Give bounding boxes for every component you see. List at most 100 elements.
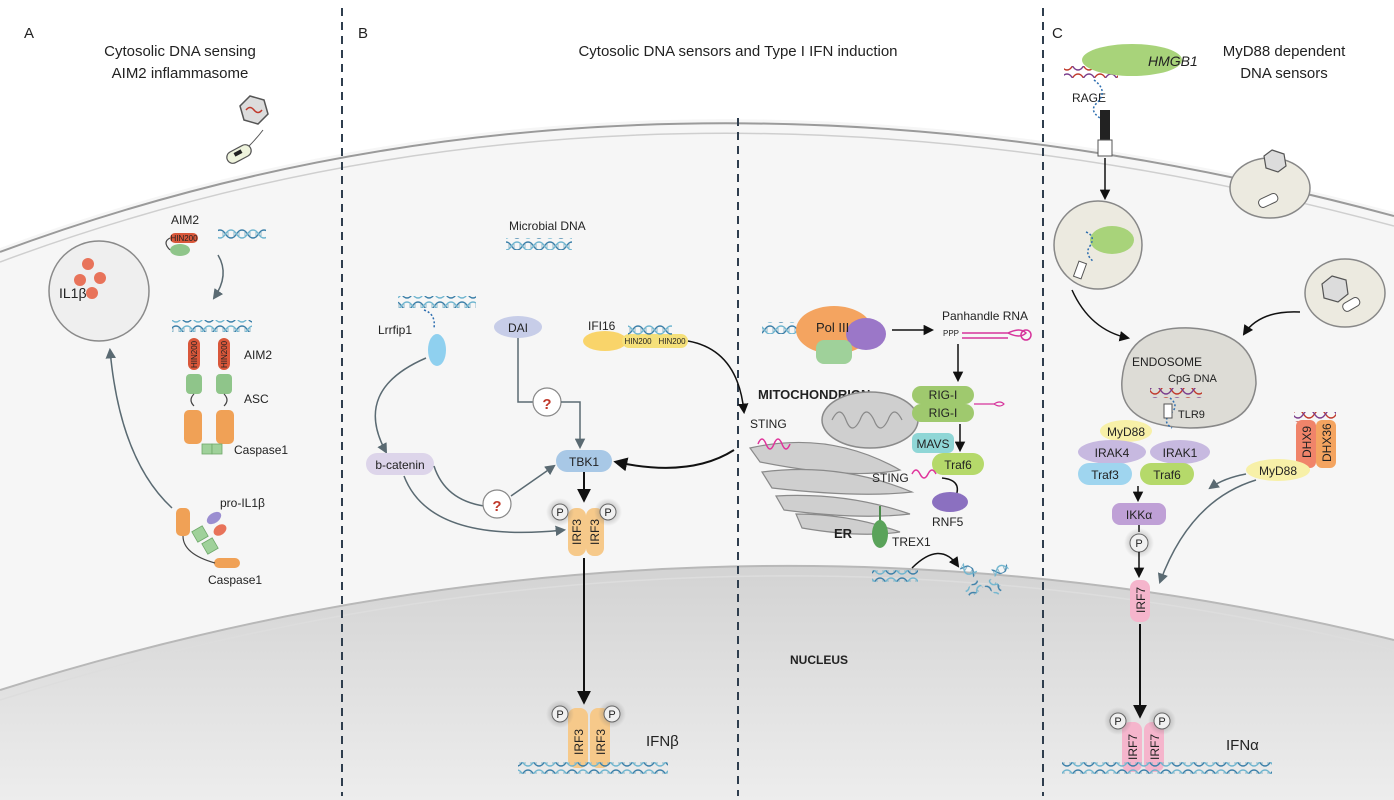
pol3-complex <box>796 306 886 364</box>
myd88-box-dhx <box>1246 459 1310 481</box>
traf3-box <box>1078 463 1132 485</box>
bacterium-icon-a <box>226 129 264 164</box>
cpg-label: CpG DNA <box>1168 373 1218 385</box>
asc-label: ASC <box>244 392 269 406</box>
panel-c-letter: C <box>1052 25 1063 42</box>
dna-lrrfip1 <box>398 296 476 308</box>
endocytic-vesicle-rage <box>1053 200 1143 290</box>
dna-ifna-gene <box>1062 762 1272 774</box>
question-dai: ? <box>542 396 551 413</box>
trex1-protein <box>872 506 888 548</box>
dna-pol3 <box>762 322 806 334</box>
rigi-dimer <box>912 386 1005 422</box>
irf7-box-cytoplasm <box>1130 580 1150 622</box>
rage-tether <box>1092 79 1103 119</box>
arrow-a-return <box>105 347 173 509</box>
panhandle-loop <box>1020 329 1032 341</box>
irf7-n-left: IRF7 <box>1126 734 1140 760</box>
virus-icon-a <box>239 95 269 125</box>
question-bcatenin: ? <box>492 498 501 515</box>
b-catenin-box <box>366 453 434 475</box>
irf7-c-label: IRF7 <box>1134 587 1148 613</box>
irf3-dimer-nucleus: IRF3 IRF3 P P <box>546 700 626 768</box>
ifi16-pyrin <box>583 331 627 351</box>
caspase1-label-a: Caspase1 <box>234 443 288 457</box>
irf7-n-p-right: P <box>1158 716 1165 728</box>
aim2-dimer: HIN200 HIN200 <box>188 338 230 370</box>
caspase1-dimer <box>184 410 234 455</box>
lrrfip1-tether <box>423 309 436 329</box>
sting-label-er: STING <box>750 417 787 431</box>
caspase1-label-b: Caspase1 <box>208 573 262 587</box>
arrow-question-tbk1 <box>561 401 586 450</box>
sting-label-rnf5: STING <box>872 471 909 485</box>
sting-coil <box>911 469 937 479</box>
dna-a-bound <box>172 320 252 332</box>
irf3-n-left: IRF3 <box>572 729 586 755</box>
endosome-label: ENDOSOME <box>1132 355 1202 369</box>
ikka-label: IKKα <box>1126 508 1152 522</box>
dna-ifnb-gene <box>518 762 668 774</box>
arrow-bcatenin-irf3 <box>403 475 567 537</box>
panel-a-title-2: AIM2 inflammasome <box>112 65 249 82</box>
dna-trex1-substrate <box>872 570 918 582</box>
mitochondrion <box>821 391 919 449</box>
pol3-label: Pol III <box>816 320 849 335</box>
endosome <box>1121 327 1257 429</box>
arrow-myd88-traf6 <box>1208 473 1247 490</box>
hmgb1-protein <box>1082 44 1182 76</box>
rnf5-protein <box>932 492 968 512</box>
irf7-n-p-left: P <box>1114 716 1121 728</box>
arrow-a-1 <box>212 254 224 300</box>
irf3-c-p-right: P <box>604 507 611 519</box>
arrow-sting-tbk1 <box>613 449 735 472</box>
ppp-label: PPP <box>943 329 959 338</box>
irf3-n-p-left: P <box>556 709 563 721</box>
aim2-monomer: HIN200 <box>165 233 198 256</box>
er-label: ER <box>834 526 853 541</box>
tbk1-label: TBK1 <box>569 455 599 469</box>
irf7-dimer-nucleus: IRF7 IRF7 P P <box>1104 707 1176 772</box>
pro-il1b-label: pro-IL1β <box>220 496 265 510</box>
hmgb1-label: HMGB1 <box>1148 53 1198 69</box>
pro-il1b-complex <box>176 508 240 568</box>
panhandle-rna <box>962 329 1028 339</box>
dhx36-box <box>1316 420 1336 468</box>
irf3-n-p-right: P <box>608 709 615 721</box>
irf3-c-right: IRF3 <box>588 519 602 545</box>
vesicle-virus-top <box>1229 149 1311 219</box>
myd88-label-tlr9: MyD88 <box>1107 425 1145 439</box>
traf6-box-c <box>1140 463 1194 485</box>
arrow-lrrfip1-bcatenin <box>374 357 427 454</box>
dai-label: DAI <box>508 321 528 335</box>
irf7-n-right: IRF7 <box>1148 734 1162 760</box>
ifnb-label: IFNβ <box>646 733 679 750</box>
trex1-label: TREX1 <box>892 535 931 549</box>
traf6-label-c: Traf6 <box>1153 468 1181 482</box>
ifi16-hin200-2: HIN200 <box>658 337 686 346</box>
ifna-label: IFNα <box>1226 737 1259 754</box>
arrow-myd88-irf7 <box>1157 479 1257 584</box>
tlr9-label: TLR9 <box>1178 409 1205 421</box>
irf3-c-left: IRF3 <box>570 519 584 545</box>
line-bcatenin-question <box>433 465 485 507</box>
rigi-label-2: RIG-I <box>929 406 958 420</box>
myd88-label-dhx: MyD88 <box>1259 464 1297 478</box>
nucleus-label: NUCLEUS <box>790 653 848 667</box>
lrrfip1-label: Lrrfip1 <box>378 323 412 337</box>
nucleus-compartment <box>0 564 1394 800</box>
aim2-hin200-label: HIN200 <box>170 234 198 243</box>
irf3-dimer-cytoplasm: IRF3 IRF3 P P <box>546 498 622 556</box>
dna-dhx <box>1294 412 1336 422</box>
mavs-box <box>912 433 954 453</box>
dhx9-label: DHX9 <box>1300 426 1314 458</box>
panel-a-title-1: Cytosolic DNA sensing <box>104 43 256 60</box>
panhandle-label: Panhandle RNA <box>942 309 1028 323</box>
traf6-label-b: Traf6 <box>944 458 972 472</box>
traf6-box-b <box>932 453 984 475</box>
panel-b-letter: B <box>358 25 368 42</box>
arrow-bcatenin-tbk1 <box>510 464 556 497</box>
ifi16-hin200-1: HIN200 <box>624 337 652 346</box>
irak1-label: IRAK1 <box>1163 446 1198 460</box>
